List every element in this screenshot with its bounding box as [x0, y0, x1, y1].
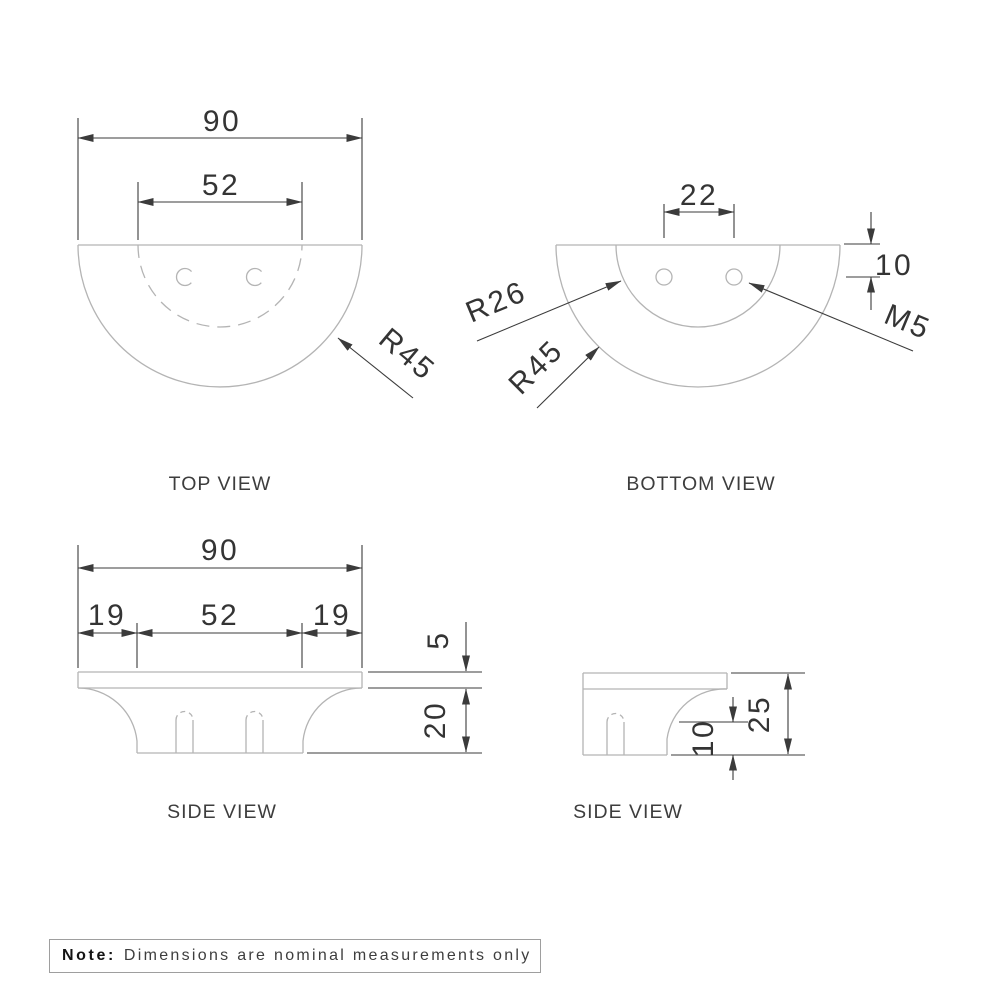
top-view-hidden-inner-arc — [137, 244, 303, 328]
bottom-view-inner-radius-leader — [476, 280, 622, 342]
top-view-hidden-hole-left — [175, 267, 195, 287]
side-view-left-plate-thickness-label: 5 — [422, 630, 455, 649]
side-view-right-step-height-dimension — [679, 697, 748, 780]
side-view-right-stud — [606, 712, 625, 755]
top-view-width-dimension — [77, 118, 363, 240]
bottom-view-hole-spacing-label: 22 — [680, 179, 718, 212]
top-view-inner-label: 52 — [202, 169, 240, 202]
top-view-inner-dimension — [137, 182, 303, 240]
side-view-left-width-label: 90 — [201, 534, 239, 567]
top-view-radius-label: R45 — [373, 322, 442, 387]
bottom-view-outer-radius-leader — [536, 346, 600, 409]
side-view-left-part-outline — [77, 671, 363, 754]
side-view-right-total-height-label: 25 — [743, 695, 776, 733]
bottom-view-hole-spacing-dimension — [663, 204, 735, 238]
bottom-view-caption: BOTTOM VIEW — [626, 473, 775, 495]
top-view-hidden-hole-right — [245, 267, 265, 287]
top-view-width-label: 90 — [203, 105, 241, 138]
side-view-left-seg-right-label: 19 — [313, 599, 351, 632]
top-view: 90 52 R45 TOP VIEW — [77, 105, 442, 495]
bottom-view-part-outline — [555, 244, 841, 388]
side-view-right-caption: SIDE VIEW — [573, 801, 683, 823]
top-view-caption: TOP VIEW — [169, 473, 272, 495]
side-view-right-part-outline — [582, 672, 728, 756]
side-view-left-stud-right — [245, 710, 264, 753]
top-view-part-outline — [77, 244, 363, 388]
note-text: Dimensions are nominal measurements only — [123, 947, 532, 964]
bottom-view: 22 10 R26 R45 M5 BOTTOM VIEW — [461, 179, 935, 495]
bottom-view-inner-radius-label: R26 — [461, 275, 531, 329]
side-view-left-stud-left — [175, 710, 194, 753]
bottom-view-hole-right — [725, 268, 743, 286]
side-view-left-height-dimensions — [307, 622, 482, 754]
note-label: Note: — [62, 947, 116, 964]
side-view-left: 90 19 52 19 5 20 SIDE VIEW — [77, 534, 482, 823]
side-view-right-step-height-label: 10 — [687, 719, 720, 757]
side-view-right: 25 10 SIDE VIEW — [573, 672, 805, 823]
note-box: Note: Dimensions are nominal measurement… — [49, 939, 541, 973]
side-view-left-seg-center-label: 52 — [201, 599, 239, 632]
side-view-left-width-dimension — [77, 545, 363, 668]
side-view-right-total-height-dimension — [671, 672, 805, 756]
side-view-left-segment-dimensions — [77, 623, 363, 668]
side-view-left-caption: SIDE VIEW — [167, 801, 277, 823]
bottom-view-thread-leader — [748, 282, 914, 352]
bottom-view-outer-radius-label: R45 — [503, 334, 571, 402]
side-view-left-body-height-label: 20 — [419, 701, 452, 739]
bottom-view-hole-offset-label: 10 — [875, 249, 913, 282]
bottom-view-thread-label: M5 — [880, 298, 936, 346]
side-view-left-seg-left-label: 19 — [88, 599, 126, 632]
top-view-radius-leader — [337, 337, 414, 399]
bottom-view-hole-left — [655, 268, 673, 286]
bottom-view-hole-offset-dimension — [844, 212, 880, 310]
bottom-view-inner-arc — [615, 244, 781, 328]
